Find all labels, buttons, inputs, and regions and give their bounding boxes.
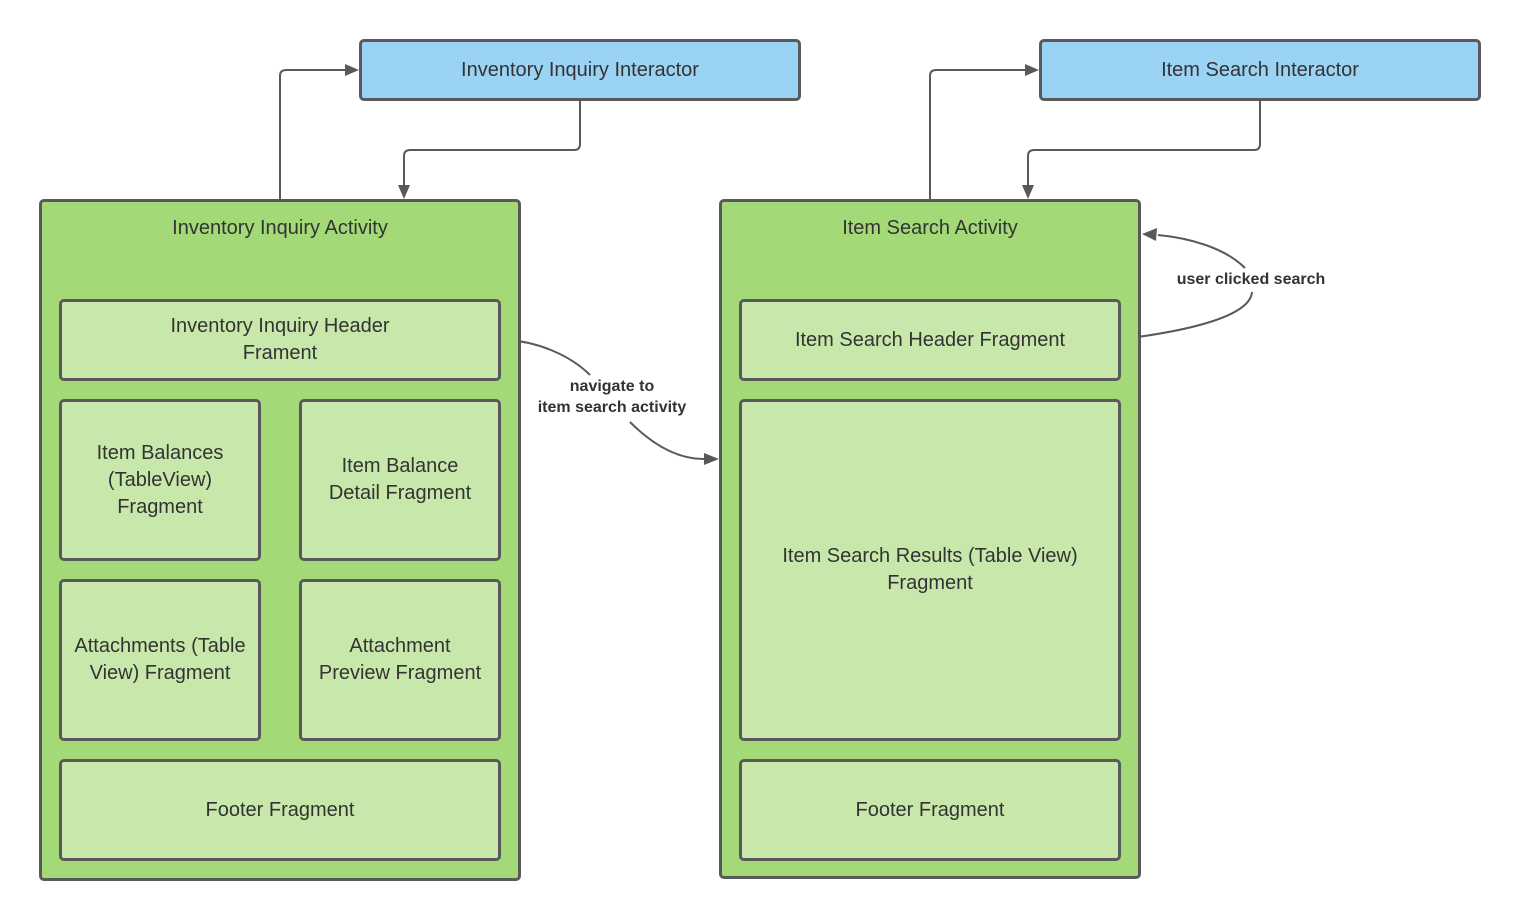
attachments-fragment: Attachments (Table View) Fragment	[59, 579, 261, 741]
fragment-label-line: (TableView)	[107, 468, 213, 491]
item-search-results-fragment: Item Search Results (Table View) Fragmen…	[739, 399, 1121, 741]
arrowhead	[398, 185, 410, 199]
arrowhead	[1142, 228, 1157, 241]
item-search-header-fragment: Item Search Header Fragment	[739, 299, 1121, 381]
fragment-label-line: Preview Fragment	[318, 662, 482, 684]
item-balance-detail-fragment: Item Balance Detail Fragment	[299, 399, 501, 561]
fragment-label-line: Item Balance	[341, 455, 459, 477]
item-balances-fragment: Item Balances (TableView) Fragment	[59, 399, 261, 561]
fragment-label-line: Inventory Inquiry Header	[170, 315, 390, 337]
fragment-label: Item Search Header Fragment	[794, 328, 1066, 351]
edge-user-search-part1	[1121, 291, 1253, 340]
edge-label-text: user clicked search	[1176, 271, 1326, 288]
edge-inventory-interactor-to-activity	[403, 100, 581, 186]
inventory-inquiry-header-fragment: Inventory Inquiry Header Frament	[59, 299, 501, 381]
arrowhead	[345, 64, 359, 76]
search-interactor-label: Item Search Interactor	[1161, 58, 1359, 81]
fragment-label-line: Detail Fragment	[328, 482, 472, 504]
inventory-footer-fragment: Footer Fragment	[59, 759, 501, 861]
fragment-label-line: Item Search Results (Table View)	[782, 545, 1078, 567]
fragment-label-line: View) Fragment	[89, 662, 231, 684]
item-search-footer-fragment: Footer Fragment	[739, 759, 1121, 861]
arrowhead	[1022, 185, 1034, 199]
edge-label-line: item search activity	[537, 399, 687, 416]
fragment-label: Footer Fragment	[855, 798, 1005, 821]
attachment-preview-fragment: Attachment Preview Fragment	[299, 579, 501, 741]
fragment-label-line: Attachments (Table	[74, 635, 246, 657]
inventory-inquiry-interactor: Inventory Inquiry Interactor	[359, 39, 801, 101]
fragment-label-line: Item Balances	[96, 441, 224, 464]
item-search-interactor: Item Search Interactor	[1039, 39, 1481, 101]
search-activity-title: Item Search Activity	[842, 217, 1018, 239]
fragment-label: Footer Fragment	[205, 798, 355, 821]
edge-navigate-part2	[629, 421, 705, 460]
edge-user-search-part2	[1157, 234, 1246, 269]
edge-search-interactor-to-activity	[1027, 100, 1261, 186]
arrowhead	[1025, 64, 1039, 76]
fragment-label-line: Fragment	[887, 572, 973, 594]
fragment-label-line: Frament	[242, 342, 318, 364]
inventory-interactor-label: Inventory Inquiry Interactor	[461, 58, 699, 81]
edge-inventory-activity-to-interactor	[279, 69, 346, 200]
edge-label-user-clicked-search: user clicked search	[1160, 269, 1342, 290]
inventory-activity-title: Inventory Inquiry Activity	[172, 217, 388, 239]
edge-label-line: navigate to	[569, 378, 655, 395]
fragment-label-line: Attachment	[349, 635, 451, 657]
edge-search-activity-to-interactor	[929, 69, 1026, 200]
arrowhead	[704, 453, 719, 465]
fragment-label-line: Fragment	[117, 495, 203, 518]
edge-label-navigate: navigate to item search activity	[522, 376, 702, 418]
